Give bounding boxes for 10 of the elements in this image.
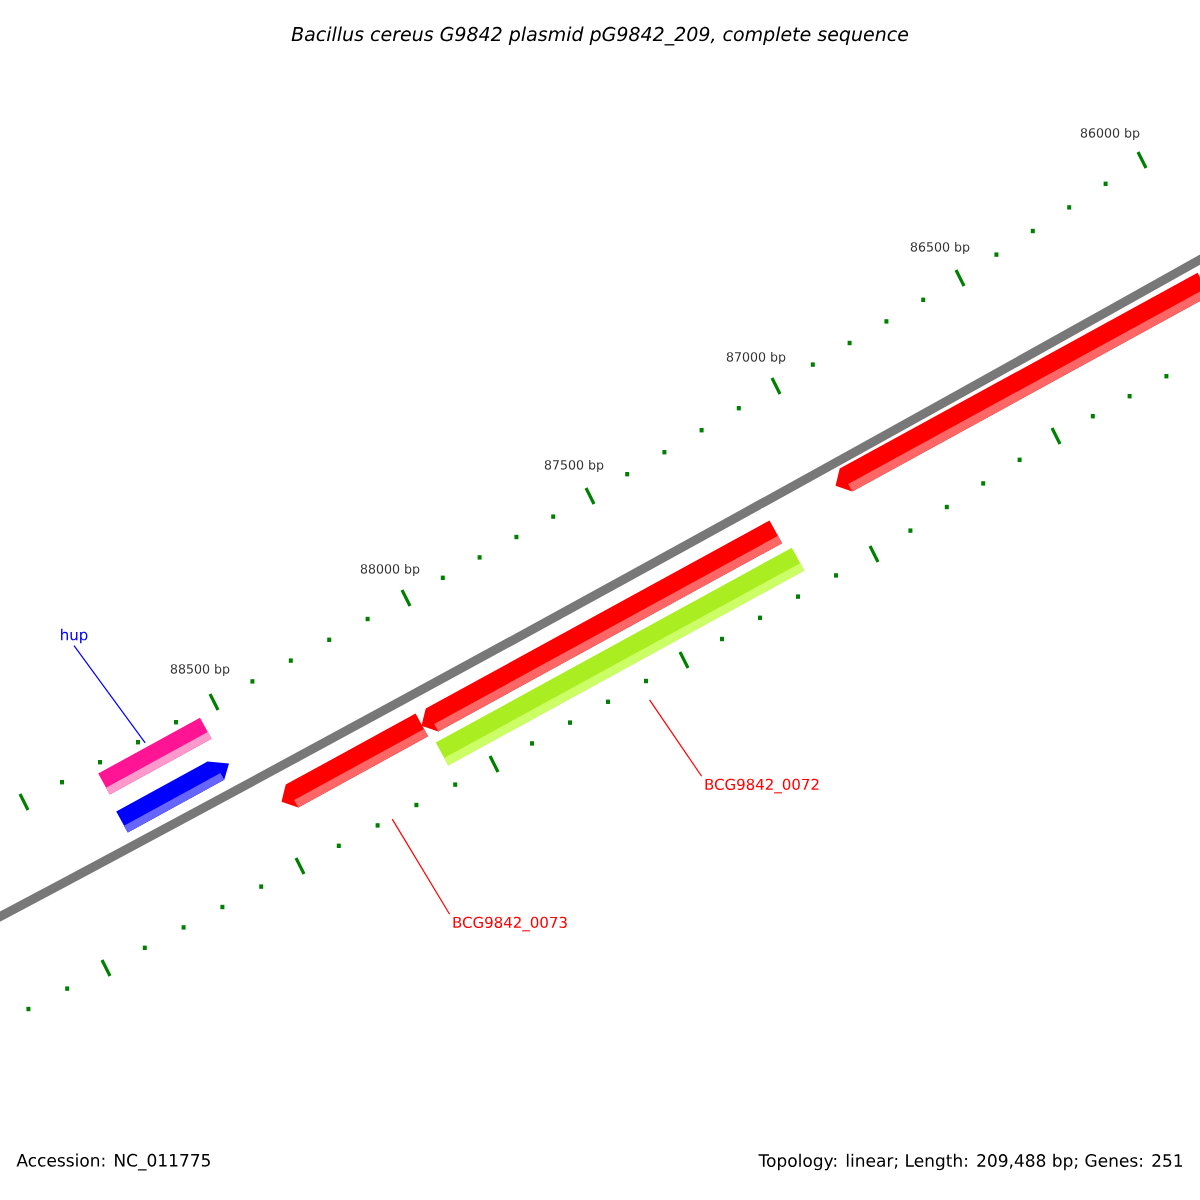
gene-bar [281,713,429,808]
leader-line [648,699,703,777]
leader-line [391,818,451,915]
footer-text: Accession: NC_011775 [16,1153,210,1171]
gene-bar [435,547,805,766]
gene-bar [835,272,1200,492]
title: Bacillus cereus G9842 plasmid pG9842_209, complete sequence [291,26,909,46]
leader-line [73,645,146,744]
footer-text: Topology: linear; Length: 209,488 bp; Genes: 251 [758,1153,1183,1171]
gene-bar [116,761,229,833]
